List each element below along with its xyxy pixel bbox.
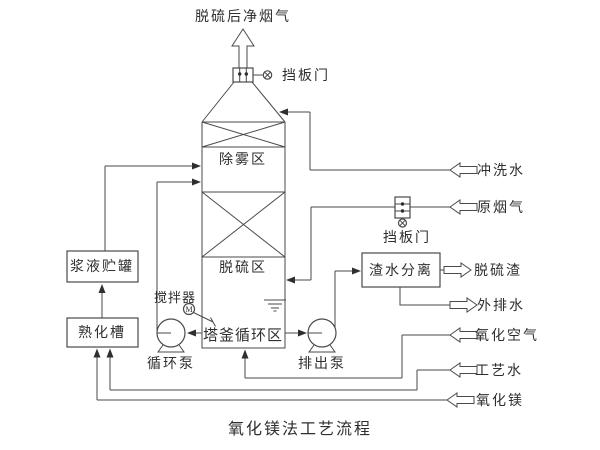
- flow-arrowhead: [93, 348, 101, 358]
- demister-zone-label: 除雾区: [219, 152, 267, 168]
- process-water-label: 工艺水: [475, 363, 523, 379]
- slag-stream: 脱硫渣: [440, 262, 522, 279]
- agitator-shaft: [193, 312, 216, 327]
- slaking-tank-body: [66, 317, 139, 348]
- flow-arrowhead: [192, 178, 201, 186]
- slag-port-icon: [443, 262, 472, 278]
- top-damper-label: 挡板门: [282, 68, 330, 84]
- circulation-pump-base: [157, 344, 185, 353]
- clean-gas-label: 脱硫后净烟气: [195, 9, 291, 25]
- top-damper-pin: [244, 72, 248, 76]
- inlet-damper-pin: [400, 209, 405, 213]
- oxidation-air-label: 氧化空气: [475, 328, 539, 344]
- top-damper-actuator-cross: [264, 71, 271, 79]
- slurry-tank-body: [66, 250, 139, 283]
- tower-cone: [201, 81, 286, 123]
- flushing-water-pipe: [287, 111, 450, 171]
- sump-zone-label: 塔釜循环区: [203, 327, 283, 344]
- clean-gas-outlet: 脱硫后净烟气: [195, 9, 291, 69]
- drain-port-icon: [449, 297, 478, 313]
- process-water-port-icon: [449, 362, 478, 378]
- oxidation-air-pipe: [244, 334, 450, 379]
- demister-section: 除雾区: [201, 121, 286, 168]
- absorber-tower: 除雾区 脱硫区 塔釜循环区: [201, 81, 286, 349]
- inlet-damper-actuator-cross: [399, 219, 406, 227]
- slaking-tank: 熟化槽: [66, 284, 139, 348]
- discharge-pump-base: [308, 344, 336, 353]
- discharge-pump-label: 排出泵: [298, 356, 346, 372]
- flow-arrowhead: [187, 329, 196, 337]
- top-damper-body: [232, 67, 254, 83]
- diagram-title: 氧化镁法工艺流程: [228, 420, 372, 438]
- desulfurization-pad: [201, 191, 286, 258]
- agitator-motor-mark: M: [185, 305, 192, 314]
- inlet-damper-label: 挡板门: [383, 230, 431, 246]
- flow-arrowhead: [98, 284, 106, 293]
- top-damper: 挡板门: [232, 67, 330, 84]
- slag-label: 脱硫渣: [474, 263, 522, 279]
- clean-gas-arrow-icon: [231, 28, 255, 69]
- slurry-feed-pipe: [104, 165, 193, 251]
- flow-arrowhead: [279, 108, 288, 116]
- magnesium-oxide-stream: 氧化镁: [93, 348, 524, 409]
- flow-arrowhead: [298, 329, 307, 337]
- slaking-tank-label: 熟化槽: [78, 325, 126, 341]
- process-water-pipe: [109, 356, 450, 391]
- top-damper-pin: [238, 72, 242, 76]
- raw-gas-stream: 原烟气: [286, 199, 525, 284]
- circulation-pump: 循环泵: [147, 178, 202, 372]
- flow-arrowhead: [241, 349, 249, 359]
- discharge-pump: 排出泵: [285, 267, 361, 372]
- slurry-tank-label: 浆液贮罐: [70, 259, 134, 275]
- drain-pipe: [399, 287, 450, 306]
- drain-stream: 外排水: [399, 287, 525, 314]
- flow-arrowhead: [352, 267, 361, 275]
- inlet-damper: 挡板门: [383, 196, 431, 246]
- flushing-water-stream: 冲洗水: [279, 108, 525, 179]
- liquid-level-icon: [264, 299, 286, 312]
- oxidation-air-port-icon: [449, 327, 478, 343]
- drain-label: 外排水: [477, 298, 525, 314]
- separator-label: 渣水分离: [369, 262, 433, 279]
- flow-arrowhead: [286, 276, 295, 284]
- magnesium-oxide-label: 氧化镁: [476, 393, 524, 409]
- inlet-damper-body: [394, 196, 411, 219]
- demister-pad: [201, 121, 286, 148]
- tower-shell: [201, 122, 286, 349]
- magnesium-oxide-pipe: [96, 356, 447, 401]
- flushing-water-label: 冲洗水: [477, 163, 525, 179]
- flushing-water-port-icon: [449, 162, 478, 178]
- slurry-tank: 浆液贮罐: [66, 162, 201, 283]
- raw-gas-pipe: [295, 206, 450, 281]
- circulation-pump-label: 循环泵: [147, 356, 195, 372]
- agitator-label: 搅拌器: [154, 290, 196, 305]
- tower-sump-section: 塔釜循环区: [203, 299, 286, 344]
- raw-gas-port-icon: [449, 199, 478, 215]
- flow-arrowhead: [192, 162, 201, 170]
- agitator: 搅拌器 M: [154, 290, 216, 327]
- slag-water-separator: 渣水分离: [361, 252, 441, 288]
- flow-arrowhead: [106, 348, 114, 358]
- oxidation-air-stream: 氧化空气: [241, 327, 539, 379]
- desulfurization-zone-label: 脱硫区: [219, 260, 267, 276]
- circulation-pump-discharge-pipe: [156, 181, 193, 331]
- raw-gas-label: 原烟气: [477, 200, 525, 216]
- process-water-stream: 工艺水: [106, 348, 523, 391]
- desulfurization-section: 脱硫区: [201, 191, 286, 276]
- agitator-motor-icon: [182, 302, 196, 316]
- discharge-pump-discharge-pipe: [334, 270, 352, 328]
- inlet-damper-pin: [400, 202, 405, 206]
- magnesium-oxide-port-icon: [446, 392, 475, 408]
